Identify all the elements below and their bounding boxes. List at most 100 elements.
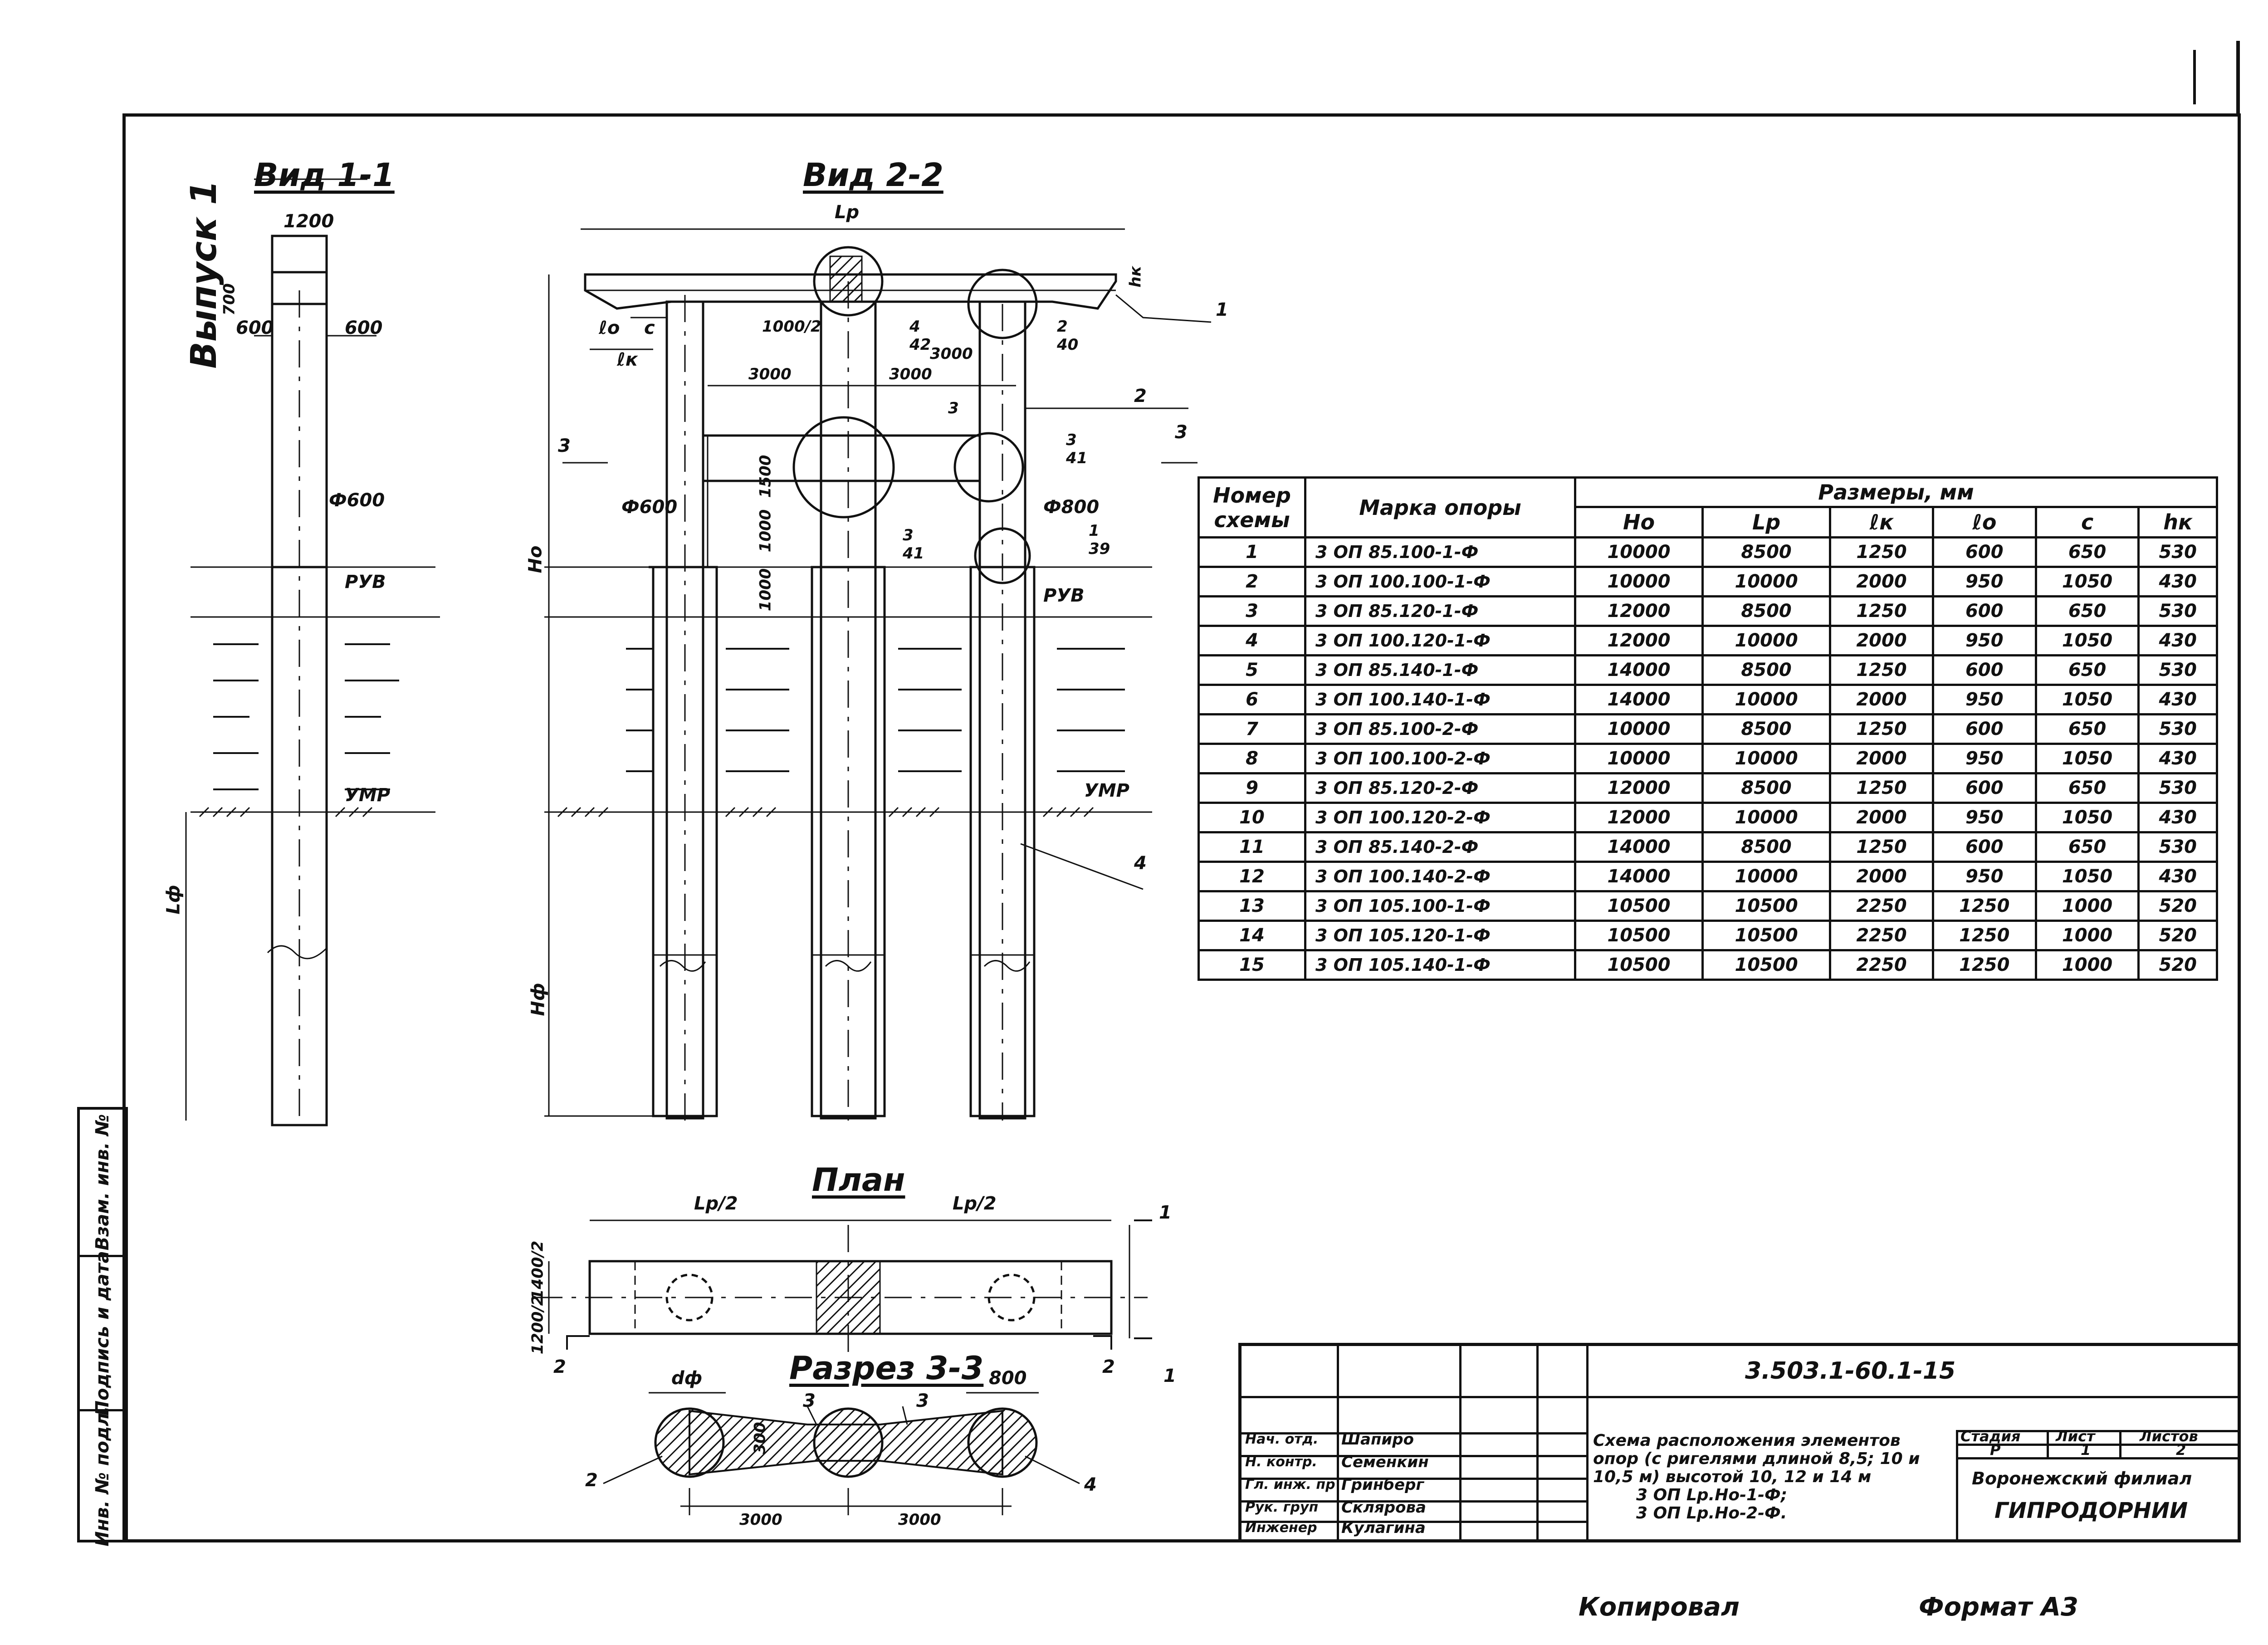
v11-left: 600 — [236, 318, 274, 338]
sec-s2: 3000 — [898, 1511, 941, 1529]
plan-d2: 1200/2 — [528, 1295, 547, 1355]
v11-right: 600 — [345, 318, 383, 338]
desc-line-5: 3 ОП Lр.Но-2-Ф. — [1636, 1504, 1787, 1523]
dim-value: 600 — [1931, 595, 2037, 627]
dim-value: 14000 — [1574, 654, 1704, 686]
v22-diam1: Ф600 — [621, 497, 678, 518]
dim-value: 2250 — [1829, 890, 1934, 922]
plan-sec1-top: 1 — [1159, 1202, 1172, 1223]
dim-value: 520 — [2137, 890, 2218, 922]
scheme-number: 14 — [1198, 920, 1306, 951]
dim-value: 950 — [1931, 625, 2037, 656]
dim-col-3: ℓо — [1931, 506, 2037, 539]
plan-sec2-right: 2 — [1102, 1356, 1115, 1377]
sheets-label: Листов — [2140, 1428, 2198, 1445]
leader-2: 2 — [1134, 386, 1147, 406]
support-mark: 3 ОП 100.100-2-Ф — [1304, 743, 1576, 774]
corner-mark-2 — [2193, 50, 2196, 104]
stage-label: Стадия — [1960, 1428, 2021, 1445]
tb-name: Шапиро — [1341, 1430, 1414, 1449]
dim-col-4: с — [2034, 506, 2140, 539]
sheets-value: 2 — [2176, 1441, 2186, 1459]
dim-value: 430 — [2137, 743, 2218, 774]
dim-value: 10000 — [1701, 566, 1832, 597]
dim-value: 14000 — [1574, 684, 1704, 715]
scheme-number: 10 — [1198, 802, 1306, 833]
dim-value: 14000 — [1574, 861, 1704, 892]
stamp-strip: Взам. инв. № Подпись и дата Инв. № подл. — [77, 1107, 128, 1546]
support-mark: 3 ОП 85.140-1-Ф — [1304, 654, 1576, 686]
plan-lp-right: Lр/2 — [953, 1193, 997, 1214]
plan-d1: 1400/2 — [528, 1240, 547, 1300]
doc-code: 3.503.1-60.1-15 — [1745, 1357, 1956, 1385]
support-mark: 3 ОП 105.100-1-Ф — [1304, 890, 1576, 922]
scheme-number: 4 — [1198, 625, 1306, 656]
dim-value: 10500 — [1701, 890, 1832, 922]
drawing-frame — [122, 113, 2241, 1542]
stamp-cell-2: Подпись и дата — [80, 1251, 125, 1415]
dim-value: 600 — [1931, 654, 2037, 686]
dim-col-1: Lр — [1701, 506, 1832, 539]
v22-sec-left: 3 — [558, 436, 571, 456]
dim-value: 1250 — [1829, 595, 1934, 627]
v22-d1000: 1000 — [756, 509, 775, 553]
dim-value: 650 — [2034, 713, 2140, 745]
dim-value: 2000 — [1829, 684, 1934, 715]
dim-value: 1000 — [2034, 920, 2140, 951]
dim-value: 1000 — [2034, 890, 2140, 922]
callout-3: 3 — [948, 399, 959, 417]
dim-value: 10000 — [1701, 861, 1832, 892]
dim-value: 10500 — [1574, 920, 1704, 951]
dim-value: 10000 — [1574, 743, 1704, 774]
leader-1: 1 — [1216, 299, 1228, 320]
dim-value: 1250 — [1829, 536, 1934, 568]
dim-value: 600 — [1931, 536, 2037, 568]
dim-value: 10500 — [1701, 920, 1832, 951]
dim-value: 8500 — [1701, 595, 1832, 627]
dim-value: 10000 — [1701, 625, 1832, 656]
desc-line-4: 3 ОП Lр.Но-1-Ф; — [1636, 1486, 1788, 1504]
support-mark: 3 ОП 100.100-1-Ф — [1304, 566, 1576, 597]
desc-line-2: опор (с ригелями длиной 8,5; 10 и — [1593, 1449, 1920, 1468]
dim-value: 1000 — [2034, 949, 2140, 981]
scheme-number: 7 — [1198, 713, 1306, 745]
tb-role: Н. контр. — [1245, 1454, 1317, 1470]
sheet-label: Лист — [2056, 1428, 2095, 1445]
dim-value: 1250 — [1829, 713, 1934, 745]
sec-s1: 3000 — [739, 1511, 782, 1529]
view-1-1-title: Вид 1-1 — [254, 157, 395, 194]
sec-d800: 800 — [989, 1368, 1027, 1389]
head-mark: Марка опоры — [1304, 476, 1576, 539]
v11-diam: Ф600 — [329, 490, 385, 511]
scheme-number: 5 — [1198, 654, 1306, 686]
dim-value: 1250 — [1931, 949, 2037, 981]
dim-value: 8500 — [1701, 772, 1832, 804]
support-mark: 3 ОП 85.100-2-Ф — [1304, 713, 1576, 745]
dim-value: 10000 — [1574, 713, 1704, 745]
dim-value: 2000 — [1829, 743, 1934, 774]
v22-span1: 3000 — [748, 365, 792, 383]
v22-lk: ℓк — [617, 349, 638, 370]
desc-line-1: Схема расположения элементов — [1593, 1431, 1901, 1450]
dim-value: 10000 — [1574, 536, 1704, 568]
dim-value: 1050 — [2034, 861, 2140, 892]
v22-sec-right: 3 — [1175, 422, 1188, 443]
dim-value: 650 — [2034, 831, 2140, 863]
dim-value: 650 — [2034, 536, 2140, 568]
dim-value: 600 — [1931, 713, 2037, 745]
v22-lp: Lр — [835, 202, 860, 223]
dim-value: 8500 — [1701, 536, 1832, 568]
scheme-number: 12 — [1198, 861, 1306, 892]
